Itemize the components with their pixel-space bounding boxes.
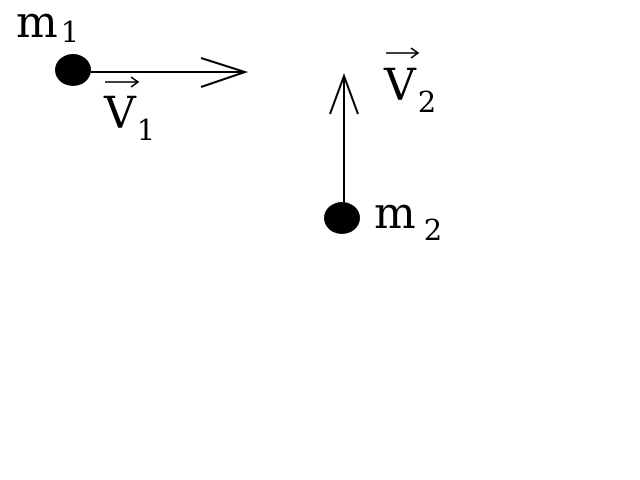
velocity-1-arrowhead xyxy=(200,57,249,88)
velocity-1-label: V1 xyxy=(103,76,155,147)
velocity-2-label: V2 xyxy=(383,47,436,119)
velocity-2-subscript: 2 xyxy=(418,85,436,119)
mass-2-subscript: 2 xyxy=(424,213,442,247)
vector-arrow-icon xyxy=(105,76,140,88)
vector-arrow-icon xyxy=(386,47,420,59)
velocity-2-arrow xyxy=(329,73,359,202)
velocity-2-symbol: V xyxy=(383,60,417,111)
svg-text:V2: V2 xyxy=(383,60,436,119)
mass-1-subscript: 1 xyxy=(61,15,79,49)
velocity-1-subscript: 1 xyxy=(137,113,155,147)
mass-2-dot xyxy=(324,202,360,234)
mass-1-symbol: m xyxy=(16,0,58,48)
mass-1-dot xyxy=(55,54,91,86)
mass-2-symbol: m xyxy=(374,188,416,239)
velocity-1-symbol: V xyxy=(103,88,137,139)
velocity-2-arrowhead xyxy=(329,73,359,115)
svg-text:V1: V1 xyxy=(103,88,155,147)
velocity-1-arrow xyxy=(91,57,249,88)
